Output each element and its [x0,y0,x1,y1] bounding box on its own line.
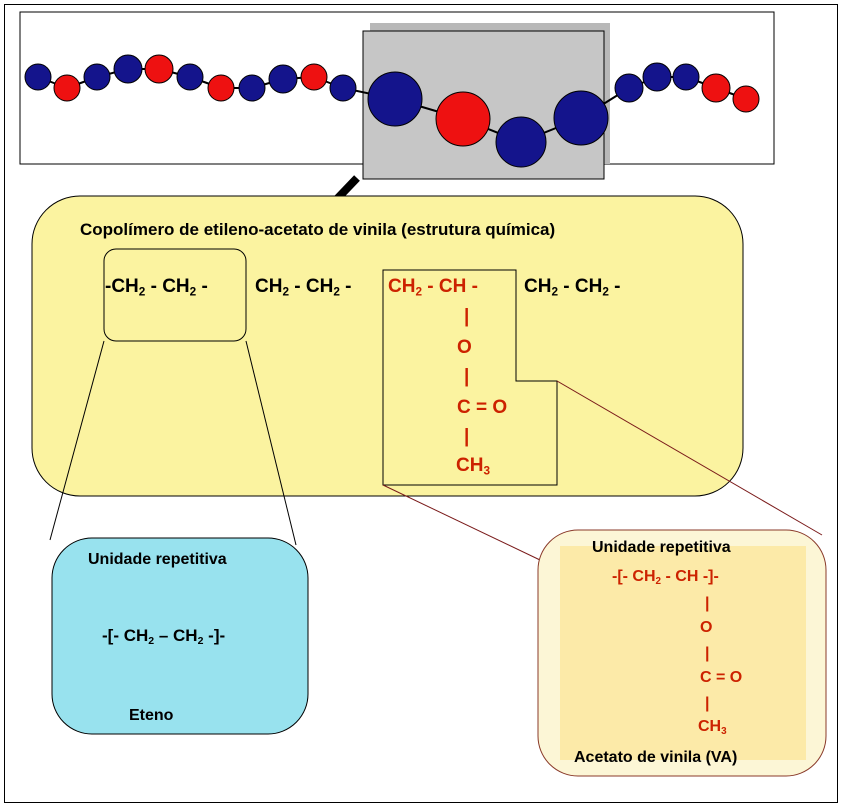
eteno-formula: -[- CH2 – CH2 -]- [102,626,226,648]
eteno-box [51,537,309,735]
ethylene-bead [642,62,672,92]
pendant-carbonyl: C = O [457,397,508,418]
ethylene-bead [672,63,700,91]
ethylene-bead [238,74,266,102]
main-structure-box [31,195,744,497]
acetate-bead [207,74,235,102]
ethylene-unit-highlight [103,248,247,342]
acetate-bead [732,85,760,113]
va-caption: Acetato de vinila (VA) [574,749,738,766]
pendant-methyl: CH3 [456,455,490,478]
va-connector-top [556,380,823,536]
acetate-bead [300,63,328,91]
pendant-bond-3: | [464,426,470,447]
chain-segment-3: CH2 - CH2 - [524,276,621,299]
eteno-title: Unidade repetitiva [88,551,227,568]
va-title: Unidade repetitiva [592,539,731,556]
ethylene-bead [367,71,423,127]
eteno-connector-left [49,340,105,541]
acetate-bead [701,73,731,103]
outer-frame [4,4,838,803]
va-carbonyl: C = O [700,669,743,686]
pendant-oxygen: O [457,337,472,358]
va-bond-1: | [705,595,710,612]
chain-segment-1: -CH2 - CH2 - [105,276,208,299]
ethylene-bead [495,116,547,168]
ethylene-bead [176,63,204,91]
main-title: Copolímero de etileno-acetato de vinila … [80,220,556,239]
acetate-bead [53,74,81,102]
eteno-connector-right [245,340,297,546]
ethylene-bead [83,63,111,91]
pendant-bond-1: | [464,306,470,327]
va-box-fill [560,546,806,760]
ethylene-bead [614,73,644,103]
va-methyl: CH3 [698,718,727,737]
va-oxygen: O [700,619,713,636]
acetate-bead [435,91,491,147]
ethylene-bead [553,90,609,146]
ethylene-bead [113,54,143,84]
eteno-caption: Eteno [129,707,174,724]
va-connector-bottom [382,484,541,561]
chain-segment-va: CH2 - CH - [388,276,478,299]
va-bond-2: | [705,645,710,662]
ethylene-bead [329,74,357,102]
pendant-bond-2: | [464,366,470,387]
chain-segment-2: CH2 - CH2 - [255,276,352,299]
va-formula: -[- CH2 - CH -]- [612,568,719,587]
bead-chain [24,54,760,168]
ethylene-bead [268,64,298,94]
va-bond-3: | [705,695,710,712]
acetate-bead [144,54,174,84]
ethylene-bead [24,63,52,91]
